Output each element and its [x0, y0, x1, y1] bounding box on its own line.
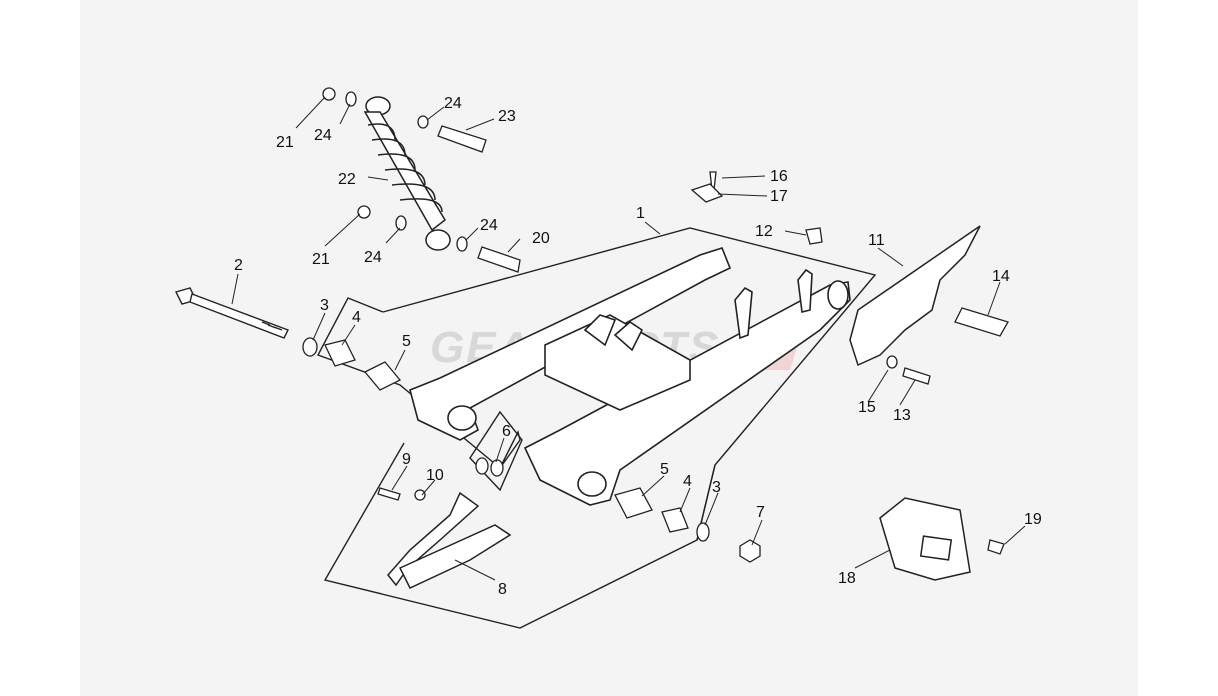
- chain-guard: [849, 225, 981, 367]
- callout-11: 11: [868, 232, 885, 249]
- screw-19: [987, 539, 1005, 555]
- callout-20: 20: [532, 230, 550, 247]
- swingarm-pivot-right: [577, 471, 607, 497]
- leader-lines: [231, 96, 1026, 581]
- clip-12: [805, 227, 823, 245]
- callout-24d: 24: [364, 249, 382, 266]
- screw-set-14: [954, 307, 1009, 337]
- callout-15: 15: [858, 399, 876, 416]
- chain-slider-lower: [398, 524, 512, 589]
- chain-guide-block: [879, 497, 971, 581]
- chain-guide-window: [919, 535, 953, 561]
- callout-1: 1: [636, 205, 645, 222]
- chain-slider: [387, 491, 512, 589]
- callout-18: 18: [838, 570, 856, 587]
- callout-16: 16: [770, 168, 788, 185]
- chain-adjuster-bar: [734, 286, 753, 340]
- callout-3a: 3: [320, 297, 329, 314]
- callout-23: 23: [498, 108, 516, 125]
- washer-3b: [696, 522, 710, 542]
- pivot-bolt: [174, 287, 289, 339]
- swingarm-axle-end: [827, 280, 849, 310]
- washer-24c: [417, 115, 429, 129]
- bushing-group-outline: [469, 410, 523, 492]
- callout-8: 8: [498, 581, 507, 598]
- washer-24a: [345, 91, 357, 107]
- hardware: [302, 87, 1009, 563]
- washer-3a: [302, 337, 318, 357]
- bushing-4a: [324, 339, 356, 367]
- callout-10: 10: [426, 467, 444, 484]
- callout-12: 12: [755, 223, 773, 240]
- callout-24c: 24: [480, 217, 498, 234]
- clamp-17: [690, 183, 724, 203]
- washer-6b: [490, 459, 504, 477]
- shock-absorber: [363, 96, 451, 251]
- screw-13: [902, 367, 931, 385]
- pivot-bolt-thread: [261, 321, 283, 331]
- shock-mount-tab-2: [613, 320, 644, 352]
- bolt-20: [477, 246, 521, 273]
- washer-15: [886, 355, 898, 369]
- shock-mount-tab: [583, 314, 617, 347]
- callout-9: 9: [402, 451, 411, 468]
- shock-spring: [367, 123, 443, 213]
- callouts: 1 2 3 3 4 4 5 5 6 7 8 9 10 11 12 13 14 1…: [234, 95, 1042, 598]
- swingarm: [409, 247, 851, 506]
- washer-24d: [456, 236, 468, 252]
- callout-5a: 5: [402, 333, 411, 350]
- chain-guard-body: [849, 225, 981, 367]
- washer-24b: [395, 215, 407, 231]
- callout-21b: 21: [312, 251, 330, 268]
- callout-24b: 24: [444, 95, 462, 112]
- callout-2: 2: [234, 257, 243, 274]
- swingarm-crossmember: [544, 314, 691, 411]
- pivot-bolt-shaft: [189, 293, 289, 339]
- chainguide-group-outline: [323, 442, 716, 629]
- shock-bottom-eye: [425, 229, 451, 251]
- screw-9: [377, 487, 401, 501]
- nut-21a: [322, 87, 336, 101]
- shock-body: [363, 111, 446, 232]
- callout-3b: 3: [712, 479, 721, 496]
- bushing-4b: [661, 507, 689, 533]
- chain-adjuster-bar-2: [797, 268, 813, 313]
- callout-4a: 4: [352, 309, 361, 326]
- washer-10: [414, 489, 426, 501]
- callout-22: 22: [338, 171, 356, 188]
- callout-13: 13: [893, 407, 911, 424]
- chain-slider-upper: [387, 491, 480, 587]
- group-outlines: [317, 227, 877, 629]
- washer-6a: [475, 457, 489, 475]
- callout-5b: 5: [660, 461, 669, 478]
- swingarm-pivot-left: [447, 405, 477, 431]
- callout-24a: 24: [314, 127, 332, 144]
- nut-21b: [357, 205, 371, 219]
- callout-6: 6: [502, 423, 511, 440]
- callout-7: 7: [756, 504, 765, 521]
- callout-17: 17: [770, 188, 788, 205]
- callout-19: 19: [1024, 511, 1042, 528]
- callout-21a: 21: [276, 134, 294, 151]
- bolt-23: [437, 125, 487, 153]
- callout-14: 14: [992, 268, 1010, 285]
- callout-4b: 4: [683, 473, 692, 490]
- spacer-5a: [363, 361, 402, 391]
- nut-7: [739, 539, 761, 563]
